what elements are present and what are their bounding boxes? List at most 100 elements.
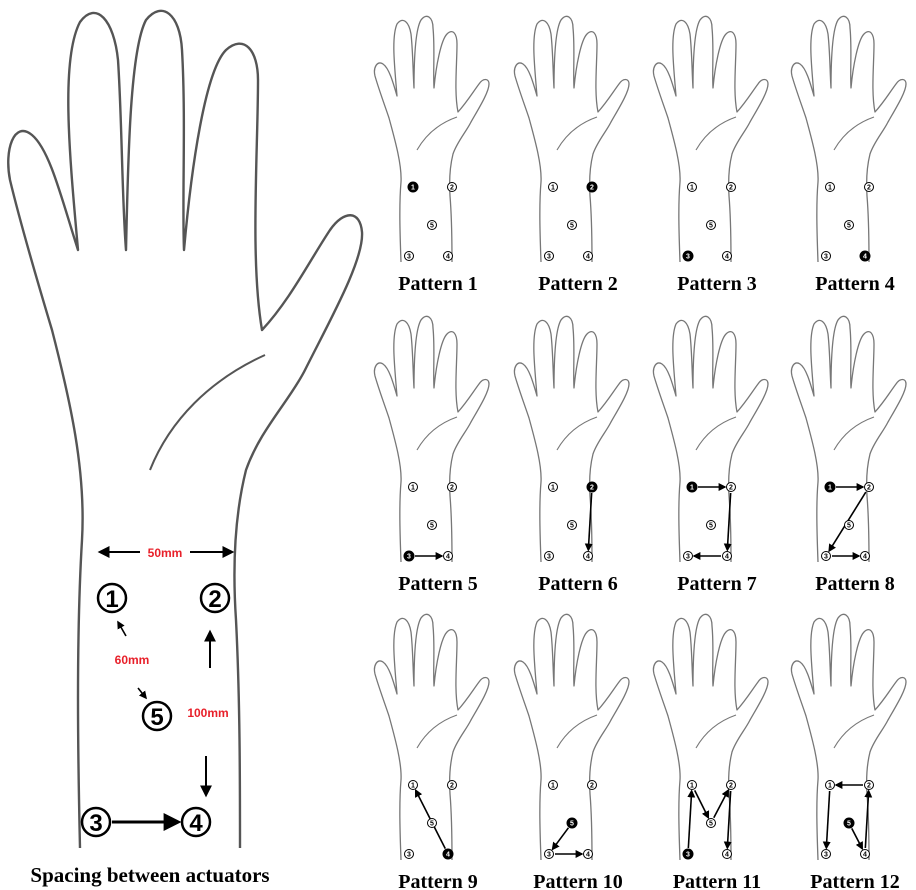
pattern-actuator-5: 5 [707, 521, 716, 530]
pattern-actuator-2: 2 [448, 483, 457, 492]
main-caption: Spacing between actuators [30, 863, 269, 887]
svg-text:5: 5 [570, 821, 574, 828]
svg-text:5: 5 [847, 523, 851, 530]
pattern-actuator-1: 1 [687, 482, 697, 492]
svg-text:4: 4 [586, 554, 590, 561]
svg-text:5: 5 [709, 523, 713, 530]
pattern-palm-crease [696, 117, 736, 150]
diagonal-measure: 60mm [115, 653, 150, 667]
actuator-1: 1 [98, 584, 126, 613]
svg-text:3: 3 [547, 554, 551, 561]
pattern-actuator-4: 4 [861, 850, 870, 859]
diagonal-arrow-down [138, 688, 146, 698]
pattern-label: Pattern 11 [673, 871, 761, 890]
pattern-actuator-4: 4 [861, 552, 870, 561]
actuator-5: 5 [143, 702, 171, 731]
pattern-actuator-2: 2 [587, 182, 597, 192]
pattern-actuator-5: 5 [428, 521, 437, 530]
svg-text:1: 1 [690, 783, 694, 790]
actuator-3: 3 [82, 808, 110, 837]
svg-text:3: 3 [824, 852, 828, 859]
pattern-palm-crease [417, 117, 457, 150]
pattern-actuator-1: 1 [825, 482, 835, 492]
pattern-actuator-3: 3 [545, 850, 554, 859]
svg-text:4: 4 [863, 852, 867, 859]
pattern-palm-crease [417, 715, 457, 748]
main-palm-crease [150, 355, 265, 470]
svg-text:4: 4 [446, 554, 450, 561]
svg-text:2: 2 [590, 485, 594, 492]
pattern-label: Pattern 9 [398, 871, 477, 890]
actuator-2: 2 [201, 584, 229, 613]
pattern-actuator-5: 5 [844, 818, 854, 828]
actuator-4: 4 [182, 808, 210, 837]
pattern-label: Pattern 4 [815, 273, 894, 295]
pattern-arrow [826, 791, 829, 848]
pattern-arrow [688, 791, 691, 848]
svg-text:3: 3 [407, 254, 411, 261]
pattern-actuator-3: 3 [822, 252, 831, 261]
pattern-actuator-1: 1 [409, 781, 418, 790]
pattern-actuator-3: 3 [545, 252, 554, 261]
pattern-palm-crease [417, 417, 457, 450]
svg-text:3: 3 [407, 554, 411, 561]
pattern-palm-crease [557, 715, 597, 748]
pattern-actuator-2: 2 [727, 483, 736, 492]
pattern-actuator-5: 5 [845, 521, 854, 530]
pattern-actuator-2: 2 [448, 183, 457, 192]
pattern-actuator-2: 2 [865, 781, 874, 790]
pattern-palm-crease [834, 117, 874, 150]
pattern-actuator-4: 4 [860, 251, 870, 261]
pattern-label: Pattern 12 [810, 871, 899, 890]
svg-text:2: 2 [729, 185, 733, 192]
svg-text:1: 1 [551, 783, 555, 790]
pattern-label: Pattern 1 [398, 273, 477, 295]
pattern-palm-crease [696, 715, 736, 748]
svg-text:4: 4 [725, 254, 729, 261]
pattern-label: Pattern 7 [677, 573, 756, 595]
svg-text:2: 2 [450, 185, 454, 192]
svg-text:1: 1 [828, 783, 832, 790]
pattern-actuator-4: 4 [444, 552, 453, 561]
pattern-actuator-1: 1 [688, 781, 697, 790]
svg-text:4: 4 [446, 852, 450, 859]
pattern-actuator-2: 2 [588, 781, 597, 790]
pattern-actuator-5: 5 [707, 221, 716, 230]
pattern-arrow [852, 828, 862, 848]
pattern-panel: 12345Pattern 4 [791, 16, 906, 295]
svg-text:5: 5 [150, 704, 163, 731]
svg-text:4: 4 [863, 254, 867, 261]
pattern-actuator-3: 3 [404, 551, 414, 561]
pattern-actuator-3: 3 [822, 552, 831, 561]
svg-text:5: 5 [570, 523, 574, 530]
svg-text:3: 3 [686, 554, 690, 561]
pattern-panel: 12345Pattern 9 [374, 614, 489, 890]
pattern-actuator-1: 1 [549, 483, 558, 492]
pattern-palm-crease [834, 417, 874, 450]
pattern-actuator-1: 1 [409, 483, 418, 492]
svg-text:4: 4 [446, 254, 450, 261]
svg-text:4: 4 [189, 810, 203, 837]
svg-text:3: 3 [89, 810, 102, 837]
svg-text:1: 1 [411, 485, 415, 492]
pattern-arrow [714, 790, 728, 817]
pattern-actuator-5: 5 [567, 818, 577, 828]
pattern-actuator-3: 3 [684, 552, 693, 561]
pattern-actuator-1: 1 [826, 183, 835, 192]
pattern-actuator-2: 2 [448, 781, 457, 790]
svg-text:1: 1 [551, 485, 555, 492]
pattern-actuator-3: 3 [405, 850, 414, 859]
svg-text:4: 4 [725, 852, 729, 859]
svg-text:5: 5 [570, 223, 574, 230]
pattern-label: Pattern 6 [538, 573, 617, 595]
length-measure: 100mm [187, 706, 228, 720]
pattern-actuator-2: 2 [727, 183, 736, 192]
pattern-actuator-3: 3 [405, 252, 414, 261]
pattern-actuator-1: 1 [408, 182, 418, 192]
